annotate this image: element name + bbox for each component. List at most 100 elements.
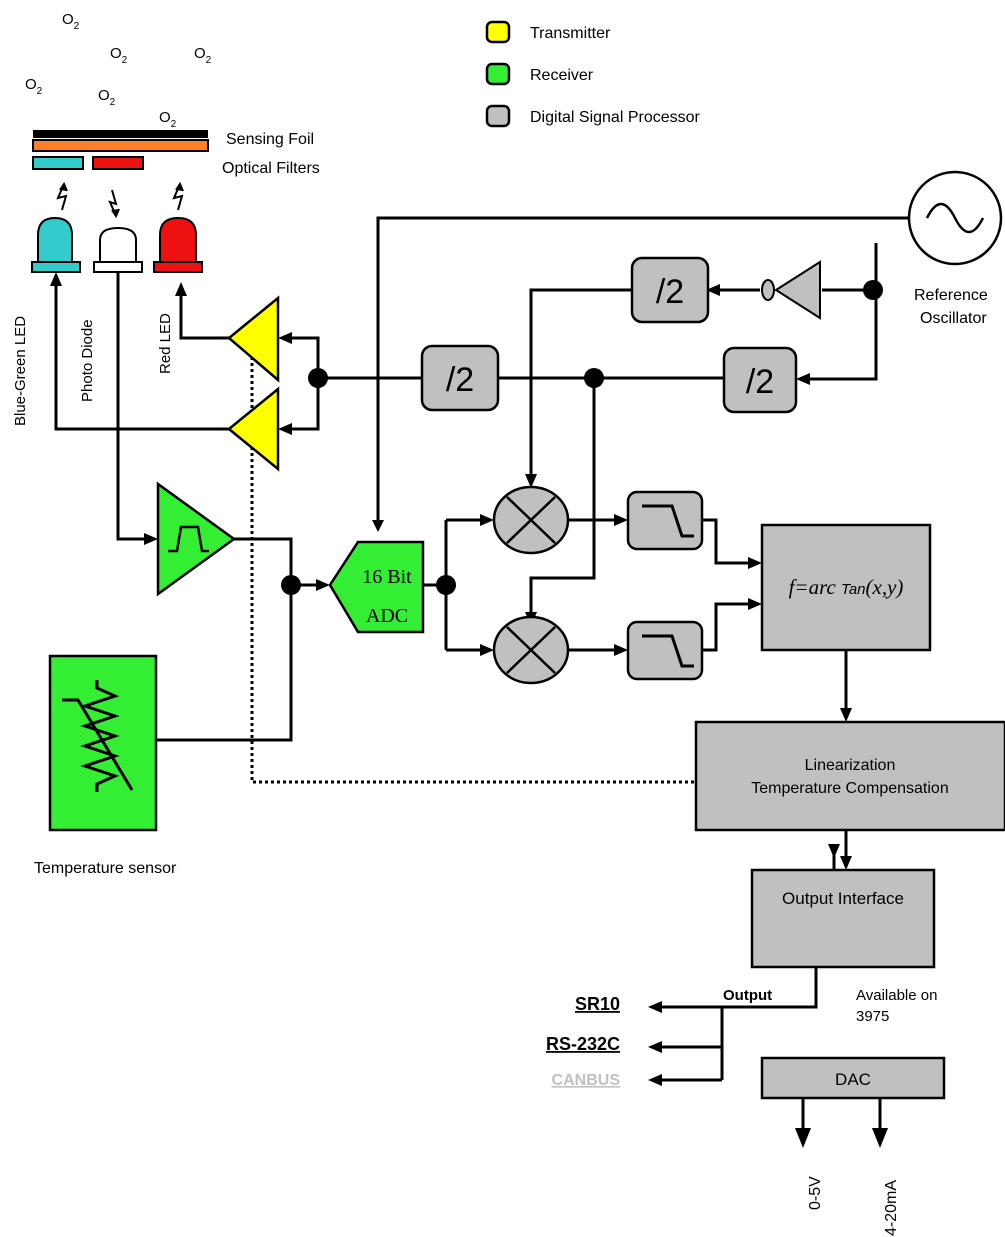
arrowhead-icon xyxy=(278,332,292,344)
mixer-bottom xyxy=(492,615,570,685)
filter-box xyxy=(626,620,704,681)
arrow-up-icon xyxy=(59,181,68,192)
photodiode-base xyxy=(93,261,143,273)
junction-dot xyxy=(308,368,328,388)
arrowhead-icon xyxy=(706,284,720,296)
junction-dot xyxy=(863,280,883,300)
inverter-bubble-icon xyxy=(761,279,775,301)
sensing-foil-dark-layer xyxy=(33,130,208,138)
digital-outputs: Output SR10 RS-232C CANBUS xyxy=(546,987,772,1089)
arrowheads xyxy=(50,272,888,1148)
arrowhead-icon xyxy=(614,644,628,656)
lowpass-filter-top xyxy=(626,490,704,551)
led-dome-icon xyxy=(37,216,73,263)
lowpass-filter-icon xyxy=(642,634,694,668)
arrowhead-icon xyxy=(144,533,158,545)
arctan-block: f=arc Tan(x,y) xyxy=(760,523,932,652)
filter-box xyxy=(626,490,704,551)
legend: Transmitter Receiver Digital Signal Proc… xyxy=(485,20,701,128)
temperature-sensor-label: Temperature sensor xyxy=(34,860,177,877)
divider-box xyxy=(420,344,500,412)
available-note: Available on 3975 xyxy=(856,987,937,1025)
dac-block: DAC xyxy=(760,1056,946,1100)
adc: 16 Bit ADC xyxy=(328,540,425,634)
wire xyxy=(702,518,748,565)
arrow-down-icon xyxy=(111,208,120,219)
junction-dot xyxy=(281,575,301,595)
arrowhead-icon xyxy=(748,557,762,569)
red-led xyxy=(153,216,203,273)
output-interface-label: Output Interface xyxy=(782,889,904,908)
led-base xyxy=(153,261,203,273)
arrowhead-icon xyxy=(278,423,292,435)
divider-box xyxy=(722,346,798,414)
arrowhead-icon xyxy=(648,1041,662,1053)
legend-dsp-label: Digital Signal Processor xyxy=(530,109,701,126)
lightning-bolt-icon xyxy=(56,183,68,211)
arrowhead-icon xyxy=(614,514,628,526)
mixer-top xyxy=(492,485,570,555)
wire xyxy=(156,585,293,742)
inverting-buffer xyxy=(761,260,821,320)
legend-dsp-swatch xyxy=(485,104,511,128)
blue-green-led-label: Blue-Green LED xyxy=(12,316,29,426)
o2-molecule: O2 xyxy=(194,45,212,66)
oxygen-molecules: O2 O2 O2 O2 O2 O2 xyxy=(25,11,212,130)
wire xyxy=(54,282,229,431)
arrowhead-icon xyxy=(828,844,840,858)
arrowhead-icon xyxy=(840,856,852,870)
wire xyxy=(116,272,146,541)
divider-label: /2 xyxy=(656,273,684,311)
output-sr10: SR10 xyxy=(575,994,620,1014)
sensor-stack: Sensing Foil Optical Filters xyxy=(32,130,320,177)
dac-output-current: 4-20mA xyxy=(883,1180,900,1236)
o2-molecule: O2 xyxy=(62,11,80,32)
divider-label: /2 xyxy=(446,361,474,399)
output-interface-box xyxy=(750,868,936,969)
divider-middle: /2 xyxy=(420,344,500,412)
reference-oscillator: Reference Oscillator xyxy=(907,170,1003,327)
thermistor-slash-icon xyxy=(62,698,134,791)
thermistor-icon xyxy=(80,680,120,792)
wire xyxy=(529,288,632,476)
sensing-foil xyxy=(32,139,209,152)
buffer-triangle-icon xyxy=(774,260,821,320)
linearization-label-line2: Temperature Compensation xyxy=(751,780,948,797)
divider-box xyxy=(630,256,710,324)
oscillator-label-line1: Reference xyxy=(914,287,988,304)
arrowhead-icon xyxy=(480,644,494,656)
arrowhead-icon xyxy=(840,708,852,722)
optical-filters-label: Optical Filters xyxy=(222,160,320,177)
output-interface-block: Output Interface xyxy=(750,868,936,969)
lightning-bolt-icon xyxy=(108,189,118,217)
adc-label-line2: ADC xyxy=(366,605,408,627)
available-line2: 3975 xyxy=(856,1008,889,1025)
legend-transmitter-swatch xyxy=(485,20,511,44)
linearization-label-line1: Linearization xyxy=(805,757,896,774)
temperature-sensor-box xyxy=(48,654,158,832)
arrowhead-icon xyxy=(316,579,330,591)
junction-dot xyxy=(436,575,456,595)
dac-output-voltage: 0-5V xyxy=(807,1176,824,1210)
output-rs232: RS-232C xyxy=(546,1034,620,1054)
divider-label: /2 xyxy=(746,363,774,401)
arrowhead-icon xyxy=(525,474,537,488)
lightning-bolt-icon xyxy=(172,183,184,211)
optical-filter-red xyxy=(92,156,144,170)
lowpass-filter-bottom xyxy=(626,620,704,681)
arrowhead-icon xyxy=(872,1128,888,1148)
arrowhead-icon xyxy=(175,282,187,296)
light-emission-bolts xyxy=(56,181,184,219)
wire xyxy=(376,216,908,522)
divider-right: /2 xyxy=(722,346,798,414)
junction-dots xyxy=(281,280,883,595)
available-line1: Available on xyxy=(856,987,937,1004)
wire xyxy=(702,602,748,652)
o2-molecule: O2 xyxy=(25,76,43,97)
arrow-up-icon xyxy=(175,181,184,192)
sine-wave-icon xyxy=(925,202,985,234)
arrowhead-icon xyxy=(795,1128,811,1148)
photodiode-dome-icon xyxy=(99,226,137,263)
sensing-foil-label: Sensing Foil xyxy=(226,131,314,148)
temperature-sensor: Temperature sensor xyxy=(34,654,177,877)
